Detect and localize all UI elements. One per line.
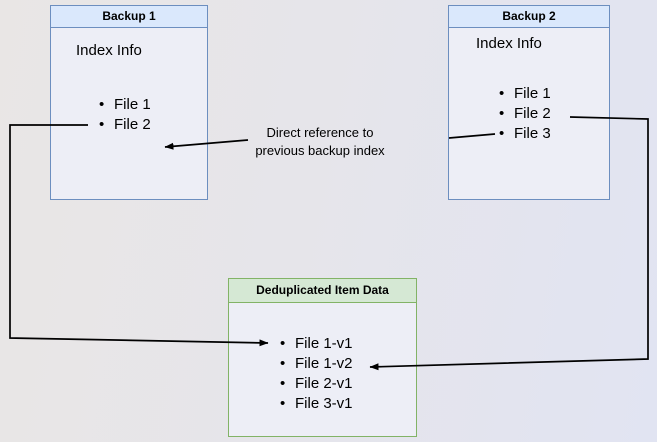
backup2-box: Backup 2 Index Info File 1 File 2 File 3 [448, 5, 610, 200]
dedup-box: Deduplicated Item Data File 1-v1 File 1-… [228, 278, 417, 437]
bullet-icon [99, 115, 114, 135]
list-item: File 3 [499, 124, 551, 144]
backup2-title: Backup 2 [449, 6, 609, 28]
file-label: File 3-v1 [295, 395, 353, 412]
list-item: File 1-v1 [280, 334, 353, 354]
backup1-box: Backup 1 Index Info File 1 File 2 [50, 5, 208, 200]
list-item: File 2 [499, 104, 551, 124]
arrow-label-line2: previous backup index [255, 143, 385, 158]
backup1-title: Backup 1 [51, 6, 207, 28]
list-item: File 1-v2 [280, 354, 353, 374]
file-label: File 3 [514, 125, 551, 142]
list-item: File 3-v1 [280, 394, 353, 414]
arrow-label-line1: Direct reference to [266, 125, 374, 140]
bullet-icon [280, 354, 295, 374]
backup1-index-heading: Index Info [76, 42, 142, 59]
arrow-label: Direct reference to previous backup inde… [232, 124, 408, 160]
file-label: File 1 [514, 85, 551, 102]
file-label: File 2 [114, 116, 151, 133]
list-item: File 2-v1 [280, 374, 353, 394]
bullet-icon [280, 374, 295, 394]
bullet-icon [99, 95, 114, 115]
dedup-title: Deduplicated Item Data [229, 279, 416, 303]
bullet-icon [499, 124, 514, 144]
file-label: File 1 [114, 96, 151, 113]
backup1-file-list: File 1 File 2 [99, 95, 151, 135]
file-label: File 1-v1 [295, 335, 353, 352]
bullet-icon [280, 334, 295, 354]
list-item: File 1 [499, 84, 551, 104]
list-item: File 1 [99, 95, 151, 115]
file-label: File 2-v1 [295, 375, 353, 392]
list-item: File 2 [99, 115, 151, 135]
file-label: File 2 [514, 105, 551, 122]
backup2-file-list: File 1 File 2 File 3 [499, 84, 551, 144]
dedup-file-list: File 1-v1 File 1-v2 File 2-v1 File 3-v1 [280, 334, 353, 414]
backup2-index-heading: Index Info [476, 35, 542, 52]
file-label: File 1-v2 [295, 355, 353, 372]
bullet-icon [280, 394, 295, 414]
bullet-icon [499, 104, 514, 124]
bullet-icon [499, 84, 514, 104]
